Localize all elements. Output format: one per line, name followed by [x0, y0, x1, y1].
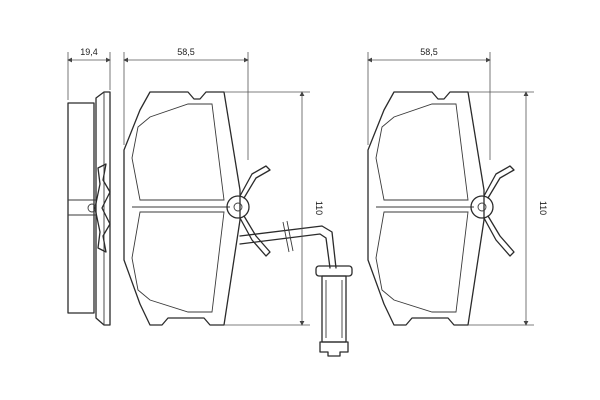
left-pivot-hole — [233, 202, 243, 212]
right-pivot-hole — [477, 202, 487, 212]
left-friction-block-lower — [131, 211, 225, 313]
left-backing-plate — [123, 91, 241, 326]
left-pad-view — [123, 91, 271, 326]
sensor-wire-inner — [239, 233, 331, 269]
right-height-label: 110 — [538, 201, 548, 215]
clip-hole — [87, 203, 97, 213]
dimension-thickness: 19,4 — [67, 47, 111, 100]
sensor-connector-collar — [315, 265, 353, 277]
thickness-label: 19,4 — [80, 47, 98, 57]
left-spring-arm-lower — [239, 215, 271, 257]
left-height-label: 110 — [314, 201, 324, 215]
sensor-wire-outer — [239, 225, 337, 269]
sensor-connector-tip — [319, 341, 349, 357]
right-spring-arm-upper — [483, 165, 515, 199]
dimension-right-width: 58,5 — [367, 47, 491, 160]
anti-rattle-clip-side — [94, 163, 111, 253]
friction-material-side — [67, 102, 95, 314]
wire-break-mark-2 — [286, 220, 294, 252]
left-spring-arm-upper — [239, 165, 271, 199]
left-width-label: 58,5 — [177, 47, 195, 57]
dimension-left-width: 58,5 — [123, 47, 249, 160]
right-friction-block-lower — [375, 211, 469, 313]
left-friction-block-upper — [131, 103, 225, 201]
dimension-right-height: 110 — [468, 91, 548, 326]
right-friction-block-upper — [375, 103, 469, 201]
right-pad-view — [367, 91, 515, 326]
wire-break-mark-1 — [282, 221, 290, 253]
side-view — [67, 91, 111, 326]
wear-sensor — [239, 220, 353, 357]
right-spring-arm-lower — [483, 215, 515, 257]
right-pivot-ring — [470, 195, 494, 219]
right-backing-plate — [367, 91, 485, 326]
left-pivot-ring — [226, 195, 250, 219]
backing-plate-side — [95, 91, 111, 326]
right-width-label: 58,5 — [420, 47, 438, 57]
dimension-left-height: 110 — [224, 91, 324, 326]
